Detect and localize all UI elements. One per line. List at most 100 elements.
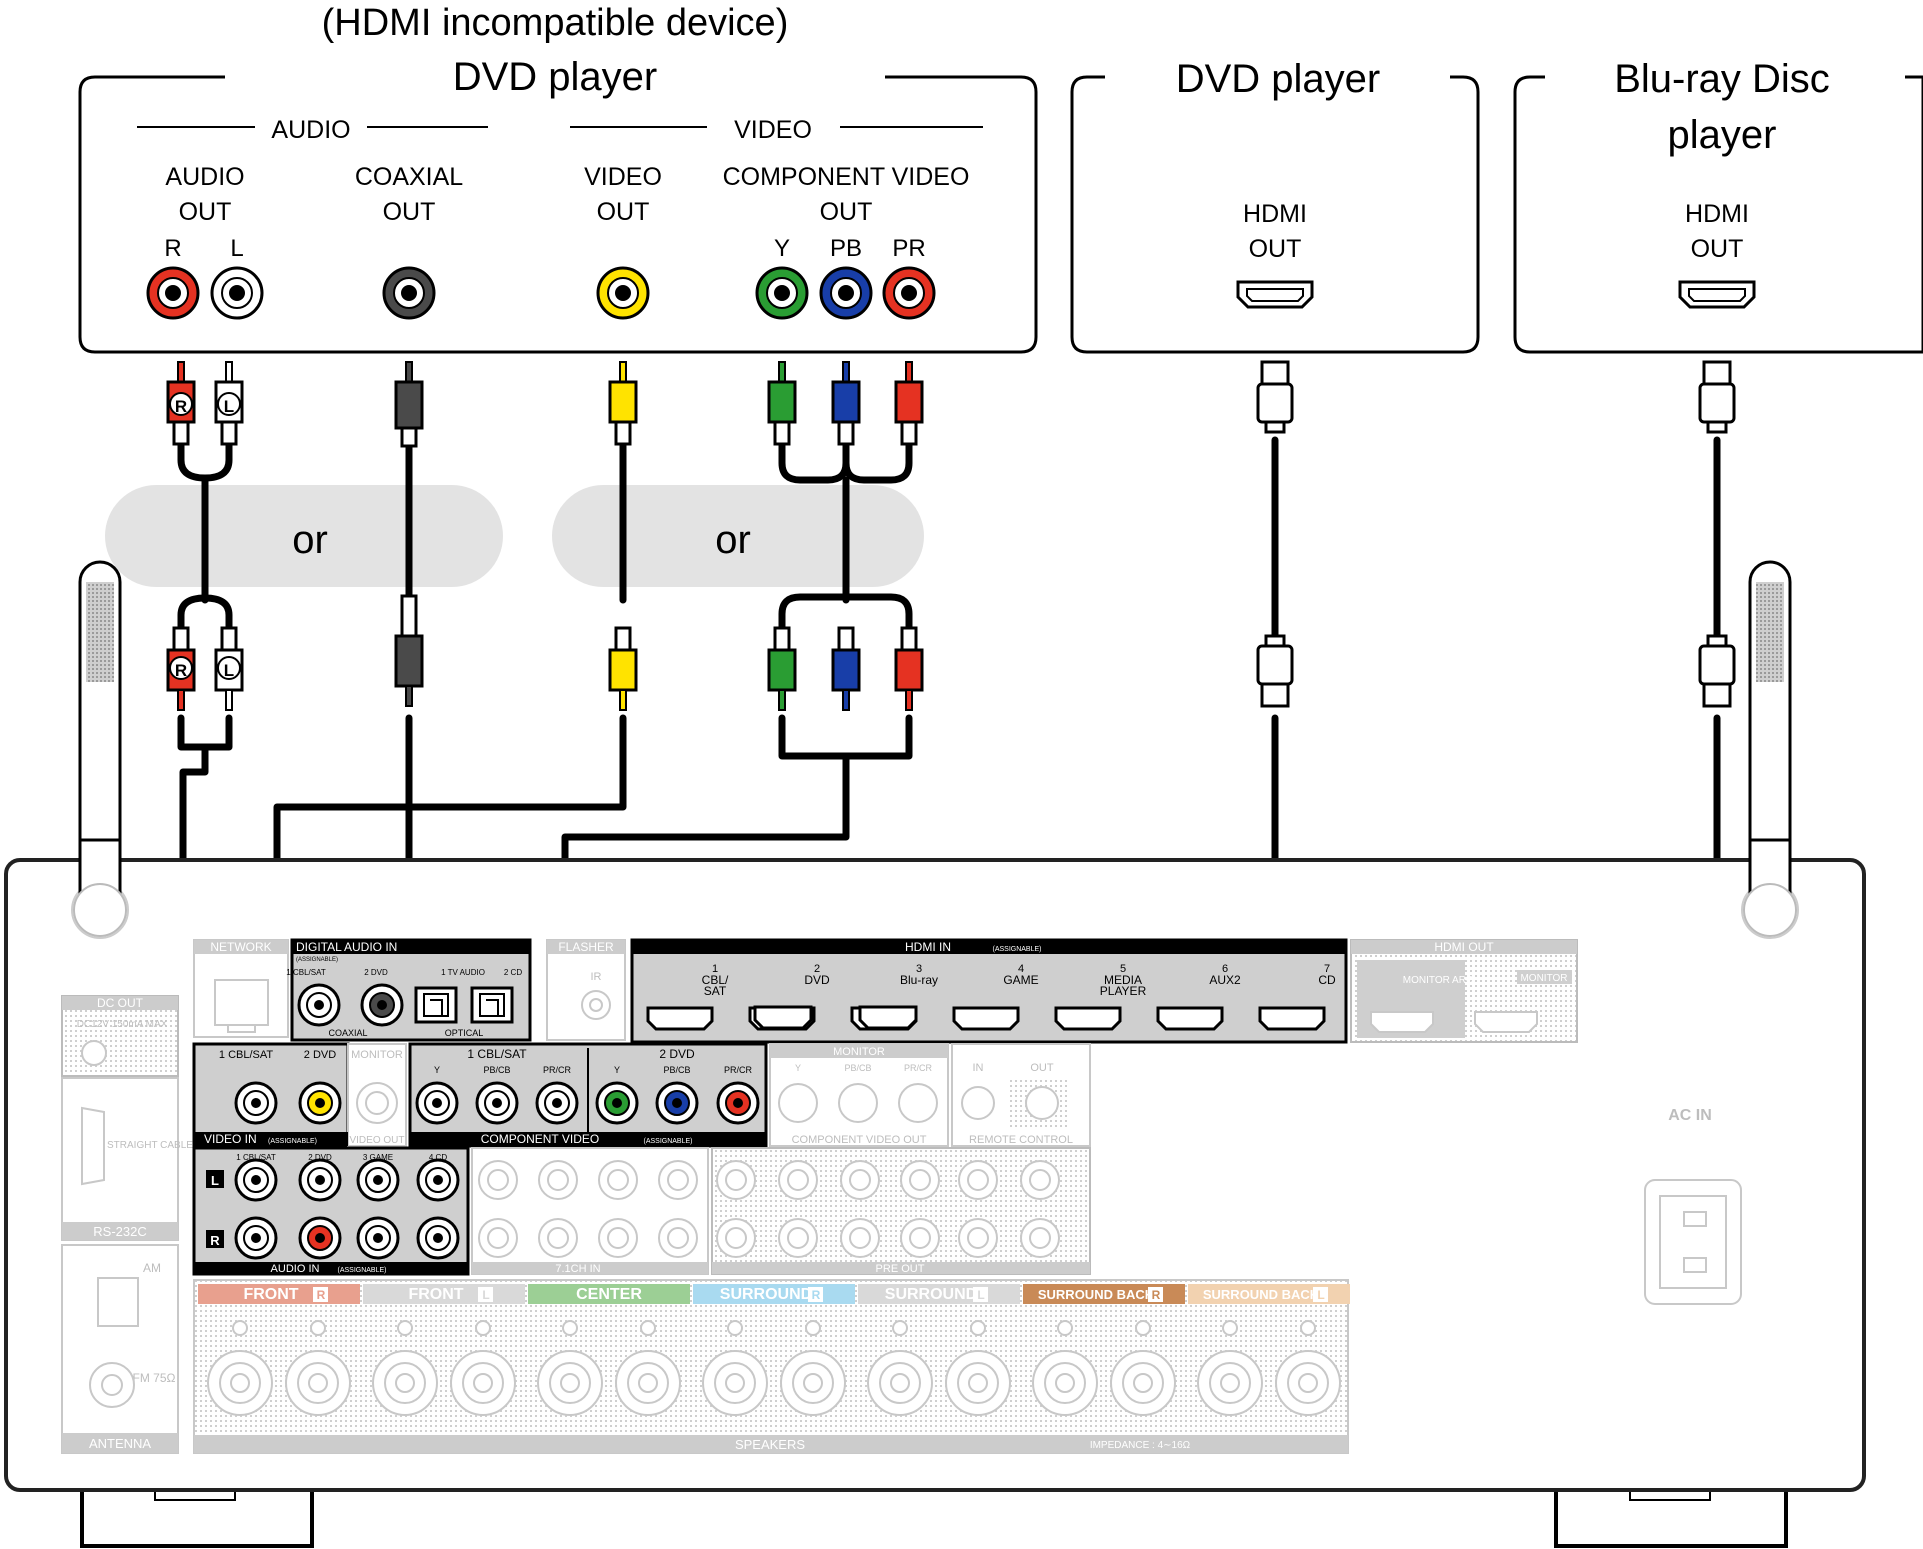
plug-coaxial-top bbox=[394, 361, 424, 448]
audio-out-label-2: OUT bbox=[179, 198, 232, 226]
audio-out-label-1: AUDIO bbox=[165, 163, 244, 191]
dvd-player-box bbox=[1070, 75, 1480, 354]
hdmi-in-name: CD bbox=[1318, 973, 1336, 987]
plug-hdmi-dvd-top bbox=[1256, 360, 1294, 434]
audio-in-4-r-jack[interactable] bbox=[416, 1216, 460, 1260]
hdmi-in-number: 6 bbox=[1222, 963, 1228, 975]
audio-in-section: 1 CBL/SAT 2 DVD 3 GAME 4 CD L R AUDIO IN… bbox=[192, 1146, 470, 1276]
hdmi-in-port[interactable] bbox=[1156, 1006, 1224, 1031]
hdmi-in-name: DVD bbox=[804, 973, 830, 987]
plug-component-pb-top bbox=[831, 361, 861, 446]
dai-optical-jack-1[interactable] bbox=[414, 986, 458, 1024]
video-in-jack-1[interactable] bbox=[234, 1081, 278, 1125]
video-in-dvd-label: 2 DVD bbox=[304, 1049, 336, 1061]
hdmi-in-port[interactable] bbox=[952, 1006, 1020, 1031]
comp-out-y-label: Y bbox=[795, 1063, 801, 1073]
audio-in-2-l-jack[interactable] bbox=[298, 1158, 342, 1202]
jack-label-r: R bbox=[164, 235, 181, 262]
comp-in-1-pb-jack[interactable] bbox=[475, 1081, 519, 1125]
comp-out-pr-jack[interactable] bbox=[898, 1083, 938, 1123]
hdmi-in-port[interactable] bbox=[646, 1006, 714, 1031]
dc-out-jack[interactable] bbox=[81, 1040, 107, 1066]
comp-in-2-y-jack[interactable] bbox=[595, 1081, 639, 1125]
coaxial-out-label-2: OUT bbox=[383, 198, 436, 226]
ac-in-section: AC IN bbox=[1644, 1107, 1742, 1305]
receiver-rear-panel: NETWORK DIGITAL AUDIO IN (ASSIGNABLE) 1 … bbox=[4, 560, 1866, 1548]
audio-in-3-l-jack[interactable] bbox=[356, 1158, 400, 1202]
audio-in-4-l-jack[interactable] bbox=[416, 1158, 460, 1202]
comp-in-2-pr-jack[interactable] bbox=[716, 1081, 760, 1125]
jack-audio-r bbox=[146, 266, 200, 320]
audio-in-1-r-jack[interactable] bbox=[234, 1216, 278, 1260]
video-in-jack-2[interactable] bbox=[298, 1081, 342, 1125]
bluray-box bbox=[1513, 75, 1923, 354]
straight-cable-label: STRAIGHT CABLE bbox=[107, 1140, 193, 1151]
antenna-right bbox=[1748, 560, 1792, 924]
audio-in-2-r-jack[interactable] bbox=[298, 1216, 342, 1260]
speaker-group-label: FRONT bbox=[408, 1286, 463, 1303]
jack-audio-l bbox=[210, 266, 264, 320]
speaker-side-badge: R bbox=[1152, 1288, 1161, 1302]
jack-label-y: Y bbox=[774, 235, 790, 262]
jack-label-pb: PB bbox=[830, 235, 862, 262]
speaker-group-label: SURROUND bbox=[720, 1286, 812, 1303]
video-in-cbl-sat-label: 1 CBL/SAT bbox=[219, 1049, 273, 1061]
video-group-label: VIDEO bbox=[734, 116, 812, 144]
dvd-hdmi-label-1: HDMI bbox=[1243, 200, 1307, 228]
comp-monitor-label: MONITOR bbox=[833, 1046, 885, 1058]
am-terminal[interactable] bbox=[97, 1277, 139, 1327]
video-out-monitor-jack[interactable] bbox=[356, 1082, 398, 1124]
video-in-monitor-label: MONITOR bbox=[351, 1049, 403, 1061]
comp-in-1-y-jack[interactable] bbox=[415, 1081, 459, 1125]
comp-out-pb-jack[interactable] bbox=[838, 1083, 878, 1123]
plug-audio-r-bottom: R bbox=[166, 626, 196, 711]
comp-in-1-pr-jack[interactable] bbox=[535, 1081, 579, 1125]
remote-in-label: IN bbox=[973, 1062, 984, 1074]
hdmi-in-number: 1 bbox=[712, 963, 718, 975]
network-label: NETWORK bbox=[210, 940, 271, 954]
plug-audio-l-top: L bbox=[214, 361, 244, 446]
speaker-group-label: SURROUND bbox=[885, 1286, 977, 1303]
hdmi-in-port[interactable] bbox=[1258, 1006, 1326, 1031]
antenna-left bbox=[78, 560, 122, 924]
plug-component-y-top bbox=[767, 361, 797, 446]
component-out-label-1: COMPONENT VIDEO bbox=[723, 163, 970, 191]
dai-coaxial-jack-1[interactable] bbox=[297, 983, 341, 1027]
speaker-group-label: CENTER bbox=[576, 1286, 642, 1303]
comp-pr-label-2: PR/CR bbox=[724, 1065, 753, 1075]
remote-out-jack[interactable] bbox=[1025, 1086, 1059, 1120]
video-out-label-2: OUT bbox=[597, 198, 650, 226]
audio-in-1-l-jack[interactable] bbox=[234, 1158, 278, 1202]
or-label-video: or bbox=[715, 518, 751, 562]
audio-in-3-r-jack[interactable] bbox=[356, 1216, 400, 1260]
hdmi-out-monitor-arc-port[interactable] bbox=[1370, 1011, 1434, 1033]
flasher-section: FLASHER IR bbox=[546, 939, 626, 1041]
am-label: AM bbox=[143, 1261, 161, 1275]
rs232c-port[interactable] bbox=[81, 1106, 105, 1186]
dai-dvd-label: 2 DVD bbox=[364, 968, 388, 977]
video-out-label: VIDEO OUT bbox=[349, 1135, 404, 1146]
speaker-group-2: CENTER bbox=[528, 1284, 690, 1416]
dai-coaxial-jack-2[interactable] bbox=[360, 983, 404, 1027]
component-assignable: (ASSIGNABLE) bbox=[643, 1138, 692, 1145]
hdmi-in-name: SAT bbox=[704, 984, 727, 998]
comp-in-2-pb-jack[interactable] bbox=[655, 1081, 699, 1125]
hdmi-in-7-group: 7CD bbox=[1258, 963, 1336, 1031]
hdmi-out-monitor-port[interactable] bbox=[1474, 1011, 1538, 1033]
speaker-side-badge: L bbox=[1317, 1288, 1324, 1302]
jack-component-pb bbox=[819, 266, 873, 320]
plug-component-pb-bottom bbox=[831, 626, 861, 711]
source-dvd-player: DVD player HDMI OUT bbox=[1070, 57, 1480, 354]
rs232c-label: RS-232C bbox=[93, 1224, 146, 1239]
hdmi-in-port[interactable] bbox=[1054, 1006, 1122, 1031]
fm-label: FM 75Ω bbox=[133, 1371, 176, 1385]
speaker-group-label: SURROUND BACK bbox=[1203, 1287, 1320, 1302]
network-port[interactable] bbox=[214, 979, 269, 1033]
dai-optical-jack-2[interactable] bbox=[470, 986, 514, 1024]
hdmi-in-number: 4 bbox=[1018, 963, 1024, 975]
comp-dvd-label: 2 DVD bbox=[659, 1047, 695, 1061]
comp-out-y-jack[interactable] bbox=[778, 1083, 818, 1123]
remote-in-jack[interactable] bbox=[961, 1086, 995, 1120]
